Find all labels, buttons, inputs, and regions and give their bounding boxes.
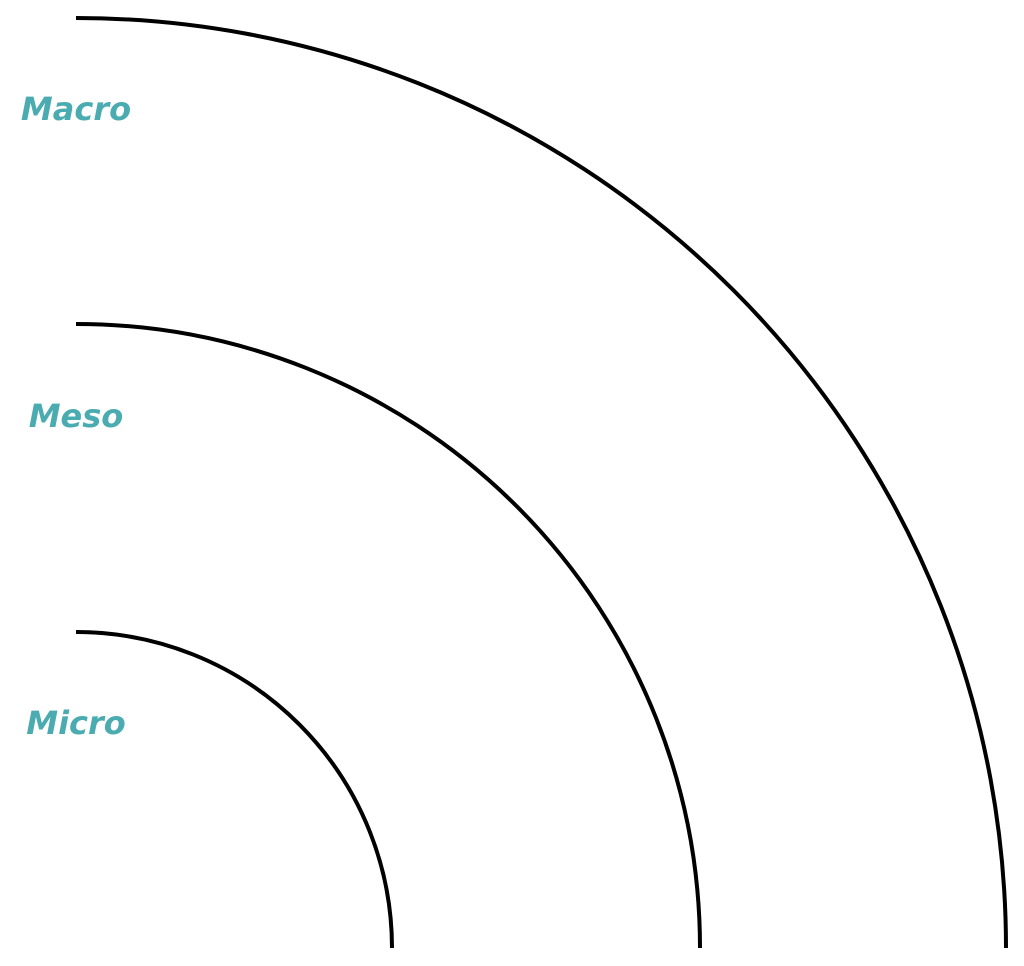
macro-arc — [75, 16, 1008, 949]
meso-label: Meso — [29, 397, 124, 435]
meso-arc — [75, 322, 702, 949]
macro-label: Macro — [21, 90, 131, 128]
micro-arc — [75, 630, 394, 949]
micro-label: Micro — [26, 704, 126, 742]
